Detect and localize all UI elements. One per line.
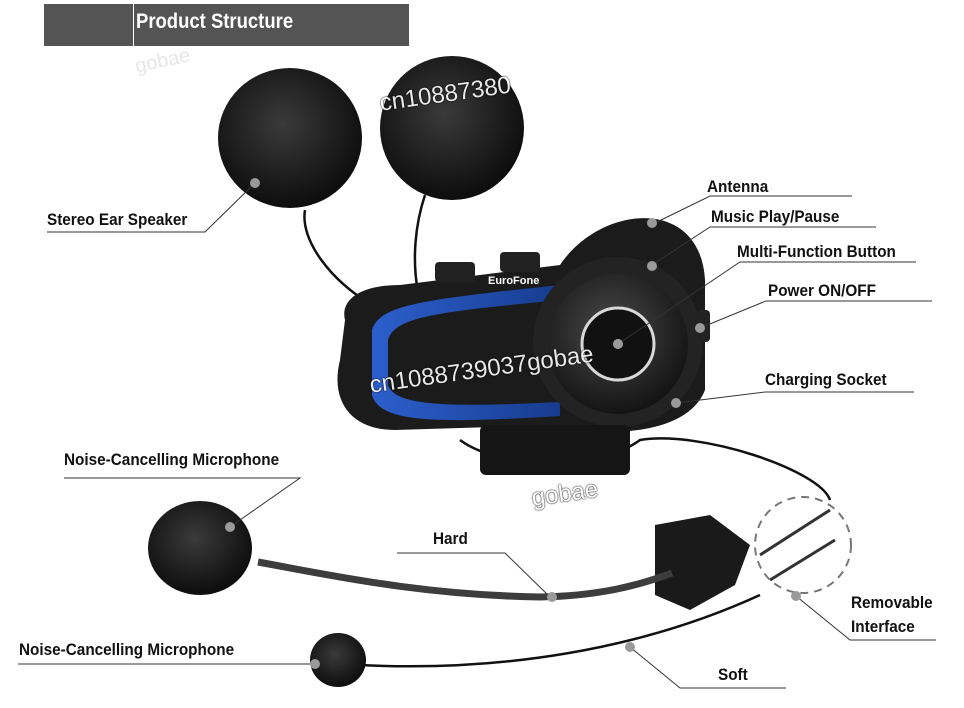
device-blue-trim (372, 285, 560, 421)
label-removable-interface: Removable Interface (851, 593, 933, 636)
leader-lines (18, 182, 936, 689)
right-speaker-cable (413, 194, 427, 293)
left-ear-speaker (218, 68, 362, 208)
header-bar (44, 4, 409, 46)
page-title: Product Structure (136, 10, 294, 33)
device-top-bump-2 (500, 252, 540, 272)
boom-mic-arm (257, 558, 674, 601)
label-music-play-pause: Music Play/Pause (711, 207, 840, 226)
label-power-on-off: Power ON/OFF (768, 281, 876, 300)
left-speaker-cable (303, 209, 373, 307)
label-soft: Soft (718, 665, 748, 684)
leader-dots (225, 178, 801, 669)
label-noise-cancelling-microphone-hard: Noise-Cancelling Microphone (64, 450, 280, 469)
mounting-pad (655, 515, 750, 610)
label-noise-cancelling-microphone-soft: Noise-Cancelling Microphone (19, 640, 235, 659)
removable-interface-circle (754, 496, 852, 594)
label-antenna: Antenna (707, 177, 769, 196)
label-stereo-ear-speaker: Stereo Ear Speaker (47, 210, 188, 229)
device-clamp (480, 425, 630, 475)
label-multi-function-button: Multi-Function Button (737, 242, 896, 261)
header-divider (133, 4, 134, 46)
soft-mic-head (310, 633, 366, 687)
label-hard: Hard (433, 529, 468, 548)
right-ear-speaker (380, 56, 524, 200)
plug-2 (769, 538, 836, 582)
label-charging-socket: Charging Socket (765, 370, 887, 389)
brand-logo-text: EuroFone (488, 275, 540, 287)
plug-1 (759, 508, 831, 557)
soft-mic-cable (359, 593, 761, 668)
device-top-bump-1 (435, 262, 475, 282)
boom-mic-foam (148, 501, 252, 595)
